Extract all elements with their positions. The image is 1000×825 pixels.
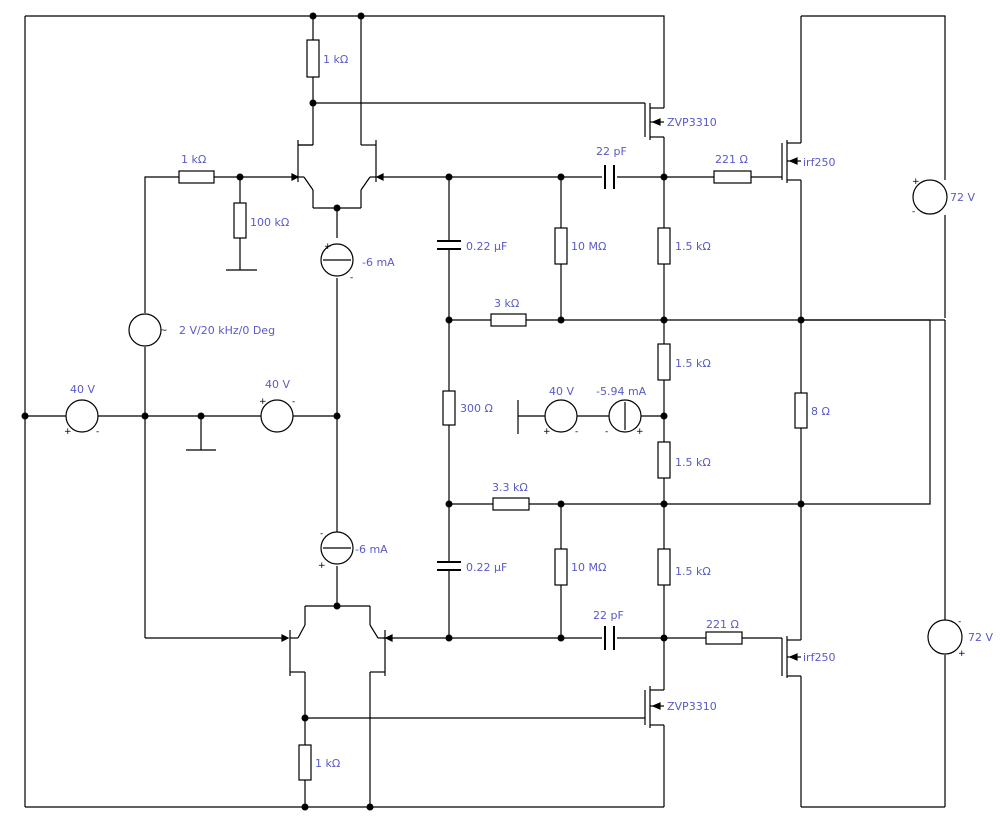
jfet-bot-right: [369, 624, 393, 676]
voltage-source-bias: + -: [543, 399, 578, 437]
label-q-irf-top: irf250: [803, 156, 835, 169]
capacitor-22pf-bot: [604, 626, 615, 650]
label-v-neg: 72 V: [968, 631, 993, 644]
jfet-top-right: [360, 140, 384, 191]
mosfet-irf250-top: [781, 140, 801, 183]
resistor-3k: [490, 313, 527, 327]
svg-text:-: -: [292, 397, 295, 407]
svg-text:-: -: [96, 427, 99, 437]
svg-text:-: -: [575, 427, 578, 437]
junction-dots: [21, 12, 805, 811]
resistor-1k5-b: [657, 343, 671, 381]
label-v-bias: 40 V: [549, 385, 574, 398]
label-r-3k3: 3.3 kΩ: [492, 481, 528, 494]
labels: 1 kΩ 1 kΩ 100 kΩ -6 mA 2 V/20 kHz/0 Deg …: [70, 53, 993, 770]
svg-text:+: +: [324, 242, 332, 252]
svg-text:~: ~: [160, 326, 168, 336]
resistor-3k3: [492, 497, 530, 511]
resistor-1k5-c: [657, 441, 671, 479]
resistor-1k5-d: [657, 548, 671, 586]
svg-text:+: +: [64, 427, 72, 437]
label-v-mid: 40 V: [265, 378, 290, 391]
label-r-in-1k: 1 kΩ: [181, 153, 206, 166]
label-r-100k: 100 kΩ: [250, 216, 289, 229]
svg-text:-: -: [958, 617, 961, 627]
label-c-22p-bot: 22 pF: [593, 609, 624, 622]
label-r-10m-bot: 10 MΩ: [571, 561, 606, 574]
label-r-1k5-d: 1.5 kΩ: [675, 565, 711, 578]
label-r-221-top: 221 Ω: [715, 153, 748, 166]
current-source-bot: - +: [318, 529, 354, 571]
label-r-bot-1k: 1 kΩ: [315, 757, 340, 770]
label-r-10m-top: 10 MΩ: [571, 240, 606, 253]
resistor-1k5-a: [657, 227, 671, 265]
current-source-bias: - +: [605, 399, 644, 437]
capacitor-22pf-top: [604, 165, 615, 189]
label-i-top: -6 mA: [362, 256, 395, 269]
resistor-100k: [233, 202, 247, 239]
label-v-pos: 72 V: [950, 191, 975, 204]
label-i-bias: -5.94 mA: [596, 385, 647, 398]
voltage-source-mid: + -: [259, 397, 295, 433]
label-r-221-bot: 221 Ω: [706, 618, 739, 631]
label-c-022-top: 0.22 µF: [466, 240, 507, 253]
resistor-10m-top: [554, 227, 568, 265]
label-q-zvp-top: ZVP3310: [667, 116, 717, 129]
resistor-1k-top: [306, 39, 320, 78]
capacitors: [437, 165, 615, 650]
capacitor-022uf-bot: [437, 561, 461, 571]
svg-text:-: -: [912, 207, 915, 217]
svg-text:-: -: [320, 529, 323, 539]
resistor-1k-input: [178, 170, 215, 184]
voltage-source-72v-bot: - +: [927, 617, 966, 659]
resistor-300: [442, 390, 456, 426]
label-r-3k: 3 kΩ: [494, 297, 519, 310]
transistors: [281, 103, 801, 728]
label-c-022-bot: 0.22 µF: [466, 561, 507, 574]
resistor-1k-bot: [298, 744, 312, 781]
label-r-1k5-c: 1.5 kΩ: [675, 456, 711, 469]
label-r-load: 8 Ω: [811, 405, 830, 418]
svg-text:+: +: [636, 427, 644, 437]
jfet-bot-left: [281, 624, 306, 676]
label-v-left: 40 V: [70, 383, 95, 396]
label-r-300: 300 Ω: [460, 402, 493, 415]
current-source-top: + -: [320, 242, 354, 283]
svg-text:+: +: [318, 561, 326, 571]
resistor-221-bot: [705, 631, 743, 645]
resistor-8-ohm: [794, 392, 808, 429]
label-r-top-1k: 1 kΩ: [323, 53, 348, 66]
voltage-source-left: + -: [64, 399, 99, 437]
svg-text:+: +: [958, 649, 966, 659]
jfet-top-left: [291, 140, 314, 191]
signal-source: ~: [128, 313, 168, 347]
svg-text:+: +: [543, 427, 551, 437]
sources: + - - + ~ + - + - + -: [64, 177, 966, 659]
svg-text:+: +: [912, 177, 920, 187]
capacitor-022uf-top: [437, 240, 461, 250]
label-i-bot: -6 mA: [355, 543, 388, 556]
svg-text:+: +: [259, 397, 267, 407]
resistor-221-top: [713, 170, 752, 184]
label-r-1k5-b: 1.5 kΩ: [675, 357, 711, 370]
mosfet-irf250-bot: [781, 636, 801, 678]
label-v-sig: 2 V/20 kHz/0 Deg: [179, 324, 275, 337]
label-q-irf-bot: irf250: [803, 651, 835, 664]
resistors: [178, 39, 808, 781]
label-q-zvp-bot: ZVP3310: [667, 700, 717, 713]
svg-text:-: -: [350, 273, 353, 283]
mosfet-zvp3310-top: [644, 103, 664, 140]
voltage-source-72v-top: + -: [912, 177, 948, 217]
label-c-22p-top: 22 pF: [596, 145, 627, 158]
resistor-10m-bot: [554, 548, 568, 586]
svg-text:-: -: [605, 427, 608, 437]
label-r-1k5-a: 1.5 kΩ: [675, 240, 711, 253]
mosfet-zvp3310-bot: [644, 686, 664, 728]
